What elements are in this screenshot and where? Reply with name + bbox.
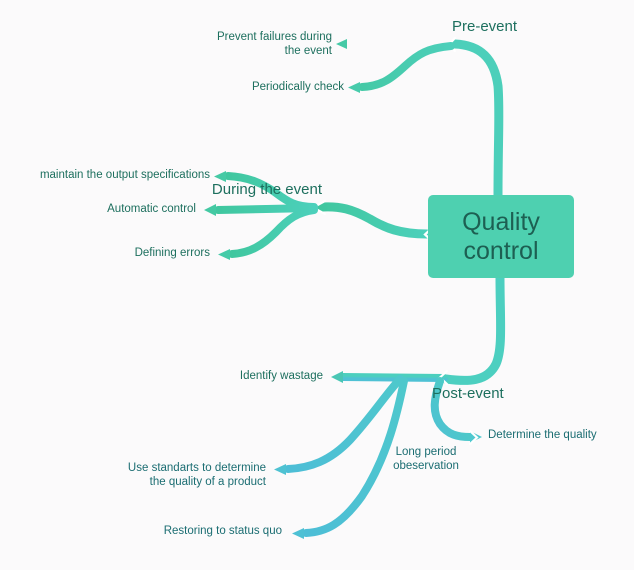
branch-path-defining-errors <box>218 206 318 260</box>
branch-path-restoring-to-status-quo <box>292 377 408 539</box>
leaf-label-periodically-check[interactable]: Periodically check <box>251 81 344 93</box>
branch-path-post-event <box>441 271 508 385</box>
branch-path-determine-the-quality <box>430 377 482 446</box>
branch-path-periodically-check <box>348 42 455 93</box>
leaf-label-maintain-output-specifications[interactable]: maintain the output specifications <box>39 169 210 181</box>
leaf-label-determine-the-quality[interactable]: Determine the quality <box>488 429 597 441</box>
central-node-quality-control[interactable]: Quality control <box>428 195 574 278</box>
leaf-label-identify-wastage[interactable]: Identify wastage <box>239 370 323 382</box>
leaf-label-defining-errors[interactable]: Defining errors <box>134 247 210 259</box>
leaf-label-prevent-failures[interactable]: Prevent failures during the event <box>216 31 332 57</box>
branch-path-pre-event <box>450 39 506 202</box>
leaf-label-long-period-obeservation[interactable]: Long period obeservation <box>393 446 459 472</box>
branch-path-use-standarts <box>274 375 404 475</box>
branch-path-during-the-event <box>310 199 434 243</box>
leaf-label-use-standarts[interactable]: Use standarts to determine the quality o… <box>127 462 266 488</box>
branch-label-during-the-event[interactable]: During the event <box>211 181 322 198</box>
leaf-label-restoring-to-status-quo[interactable]: Restoring to status quo <box>163 525 282 537</box>
branch-path-automatic-control <box>204 204 318 216</box>
branch-path-identify-wastage <box>331 369 449 386</box>
branch-label-post-event[interactable]: Post-event <box>432 385 504 402</box>
central-node-label: Quality control <box>462 207 540 265</box>
branch-label-pre-event[interactable]: Pre-event <box>452 18 518 35</box>
leaf-label-automatic-control[interactable]: Automatic control <box>107 203 196 215</box>
